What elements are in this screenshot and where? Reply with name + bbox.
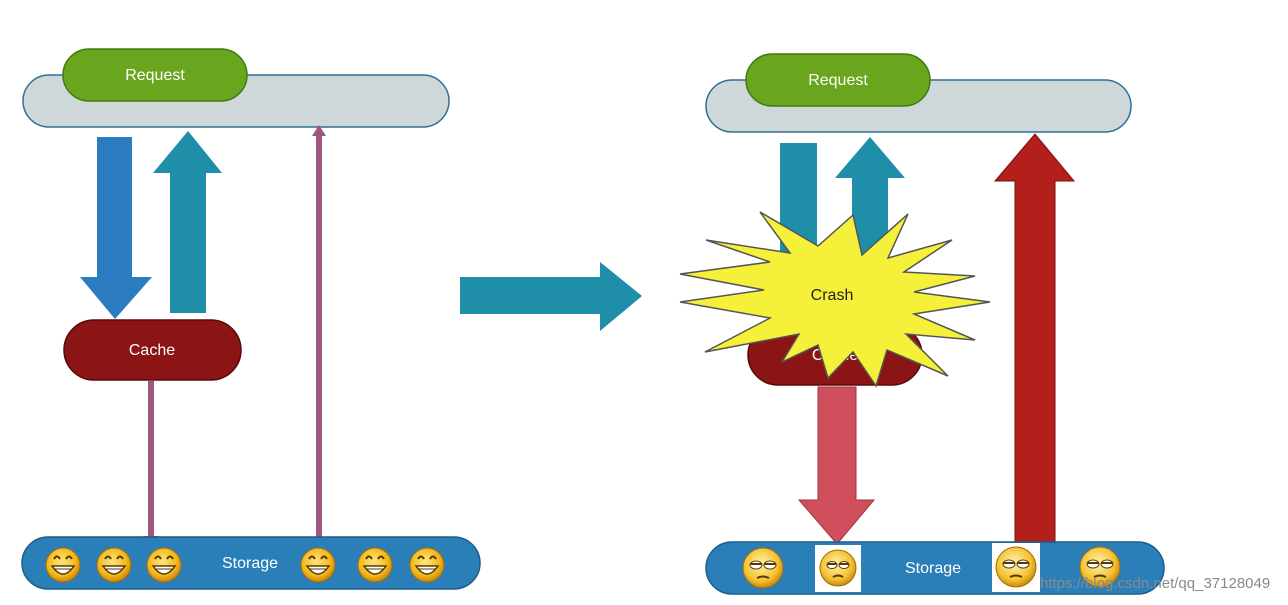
left-thin-down-line — [148, 381, 154, 539]
left-request-label: Request — [125, 67, 185, 84]
cool-emoji-icon — [742, 547, 784, 589]
left-thin-up-line — [316, 134, 322, 540]
grin-emoji-icon — [300, 547, 336, 583]
cool-emoji-icon — [995, 546, 1037, 588]
left-storage-label: Storage — [222, 555, 278, 572]
left-down-arrow — [80, 137, 152, 319]
grin-emoji-icon — [409, 547, 445, 583]
right-storage-to-request-arrow — [993, 133, 1076, 544]
watermark: https://blog.csdn.net/qq_37128049 — [1040, 575, 1271, 592]
grin-emoji-icon — [45, 547, 81, 583]
right-cache-to-storage-arrow — [797, 386, 876, 545]
right-diagram: Request Cache Crash Storage — [679, 53, 1165, 595]
left-up-arrow — [153, 131, 222, 313]
grin-emoji-icon — [146, 547, 182, 583]
right-request-pill — [745, 53, 931, 107]
left-request-pill — [62, 48, 248, 102]
big-arrow-right-icon — [460, 262, 642, 331]
grin-emoji-icon — [96, 547, 132, 583]
left-thin-up-head — [312, 125, 326, 136]
grin-emoji-icon — [357, 547, 393, 583]
cool-emoji-icon — [1079, 546, 1121, 588]
left-diagram: Request Cache Storage — [21, 48, 481, 590]
right-storage-label: Storage — [905, 560, 961, 577]
cool-emoji-icon — [819, 549, 857, 587]
crash-burst-icon — [679, 211, 991, 388]
crash-label: Crash — [811, 287, 854, 304]
left-cache-label: Cache — [129, 342, 175, 359]
right-request-label: Request — [808, 72, 868, 89]
left-cache-pill — [63, 319, 242, 381]
